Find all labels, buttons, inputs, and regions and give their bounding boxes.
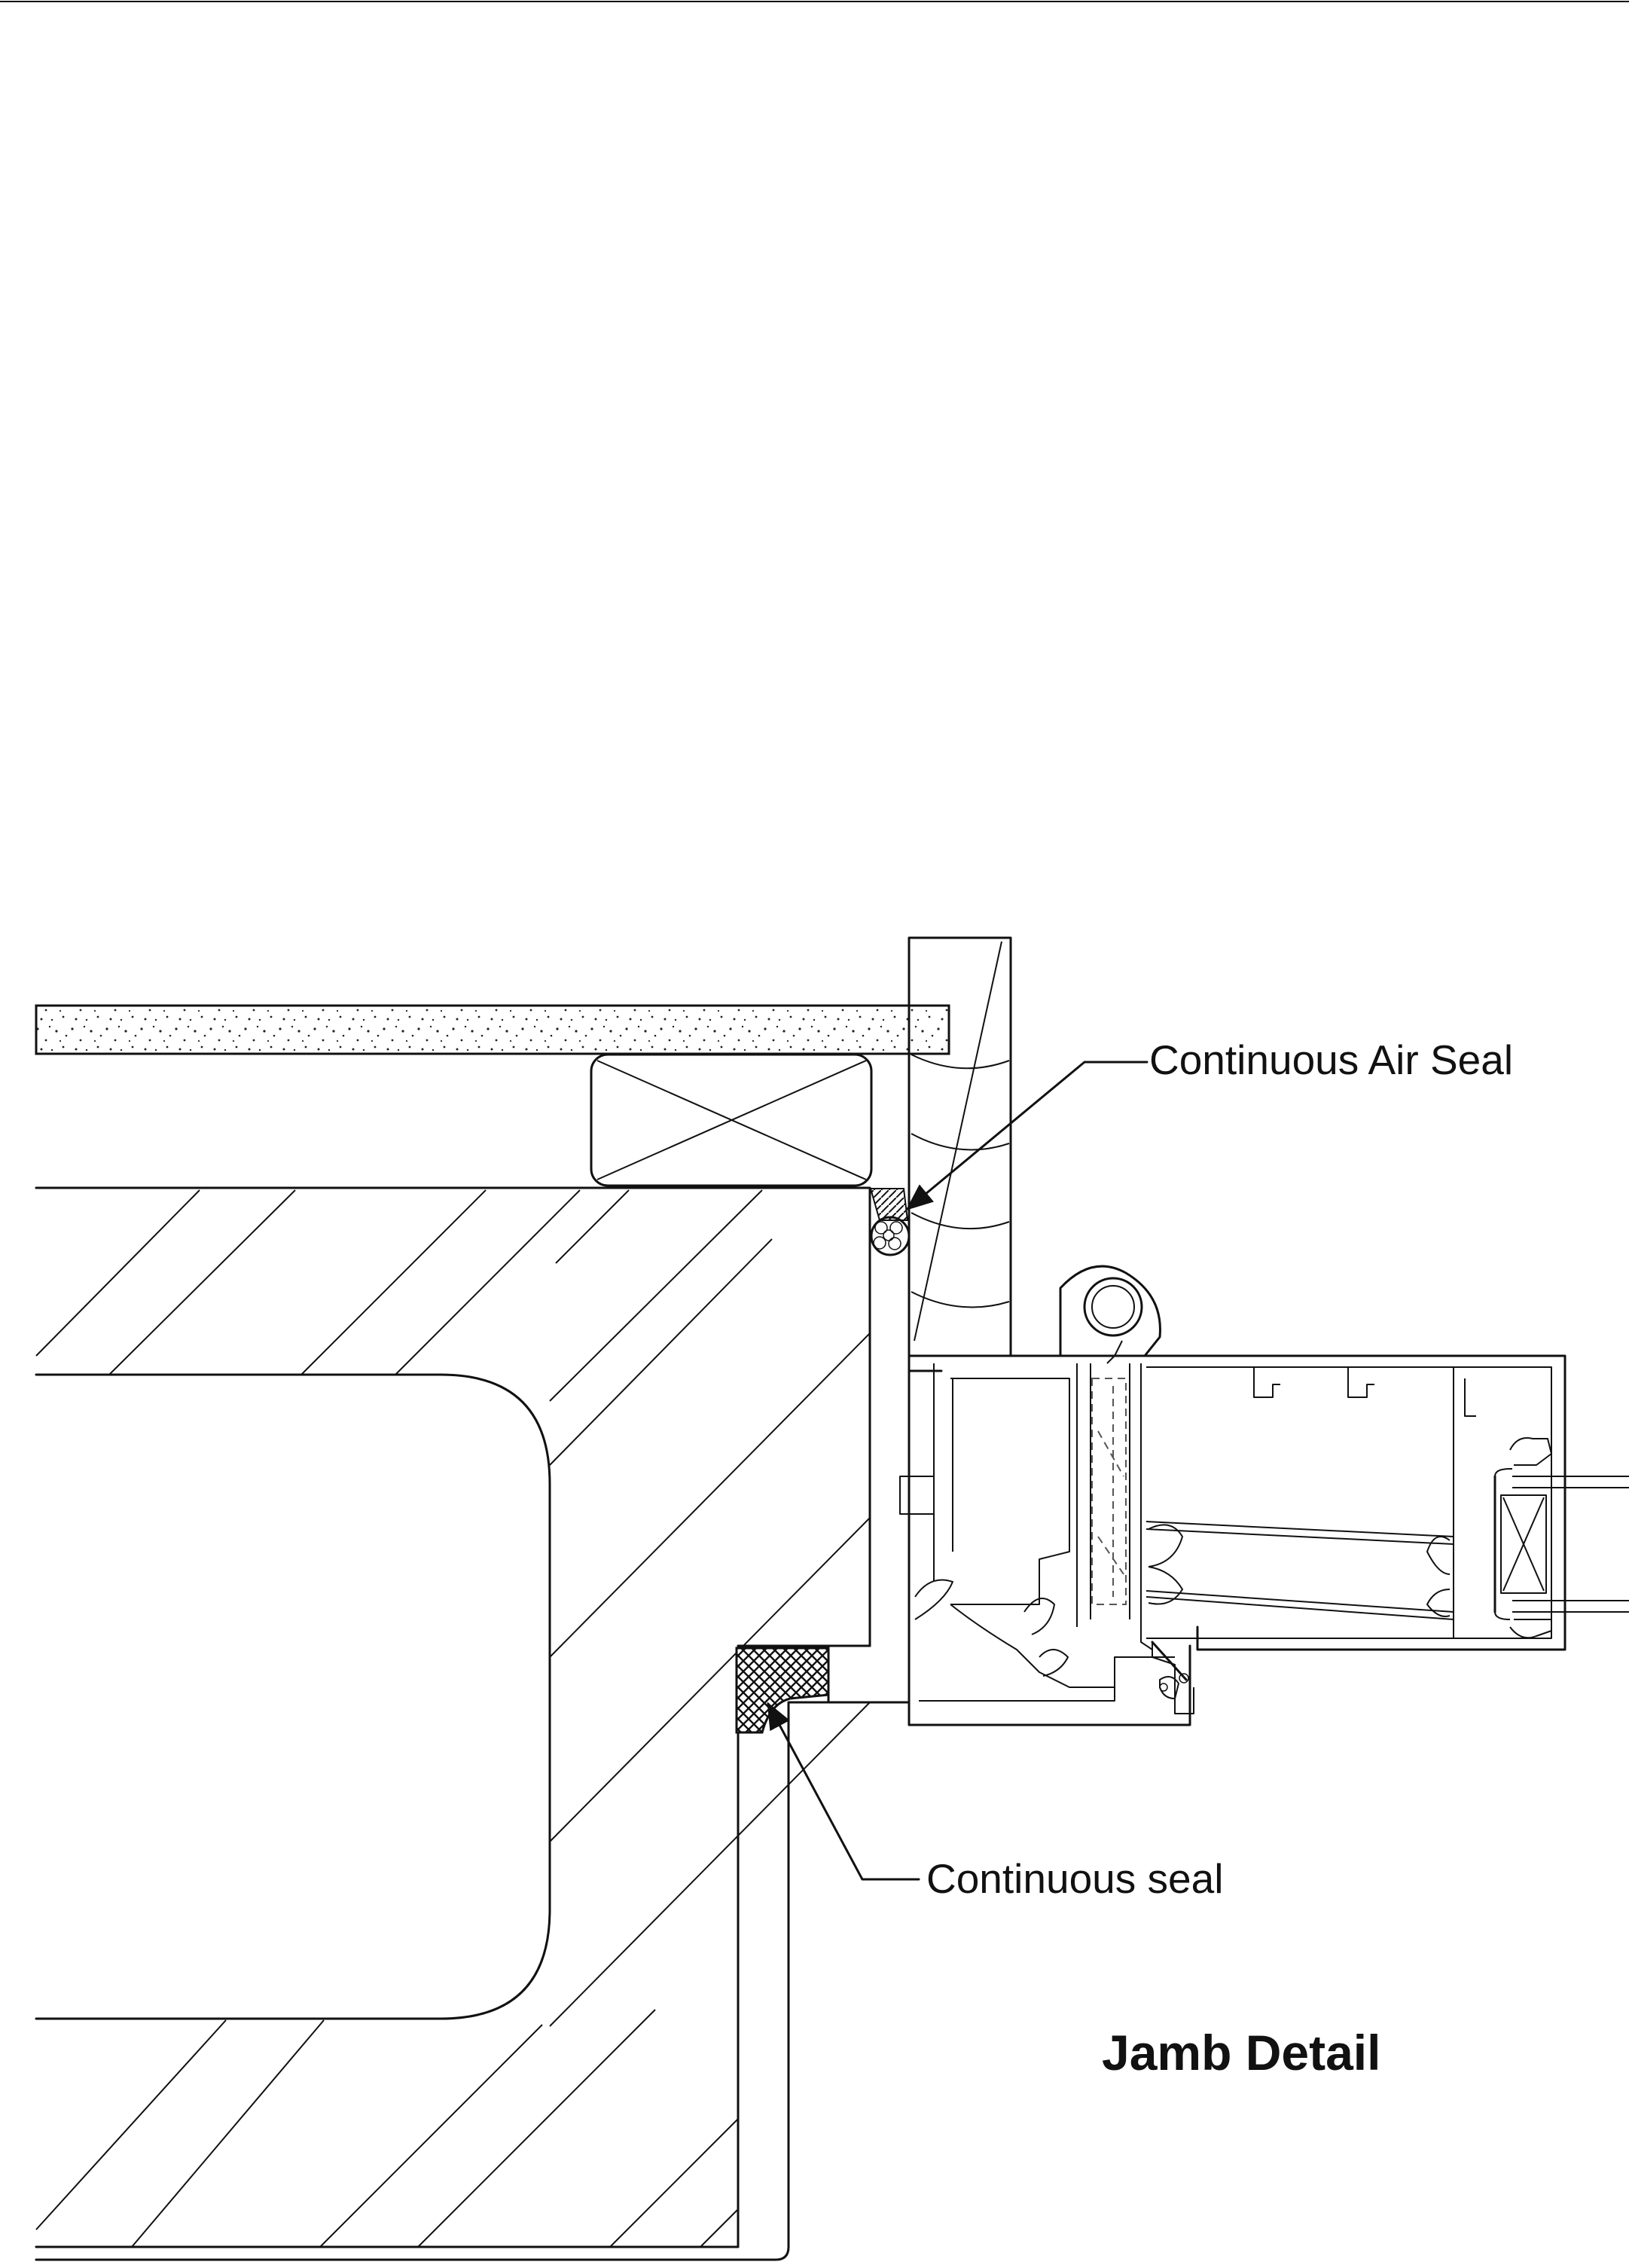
air-seal-leader xyxy=(905,1061,1149,1210)
air-seal-label: Continuous Air Seal xyxy=(1149,1036,1513,1083)
glazing-unit xyxy=(1493,1437,1629,1639)
gypsum-board xyxy=(35,1004,950,1055)
seal-leader xyxy=(767,1702,920,1881)
seal-label: Continuous seal xyxy=(926,1855,1223,1902)
continuous-seal-block xyxy=(735,1647,830,1734)
wall-section xyxy=(35,1186,871,2261)
wood-trim xyxy=(908,936,1012,1372)
wood-blocking xyxy=(590,1053,873,1187)
drawing-title: Jamb Detail xyxy=(1102,2025,1380,2080)
air-seal-detail xyxy=(869,1188,911,1256)
window-frame-profile xyxy=(827,1265,1566,1726)
